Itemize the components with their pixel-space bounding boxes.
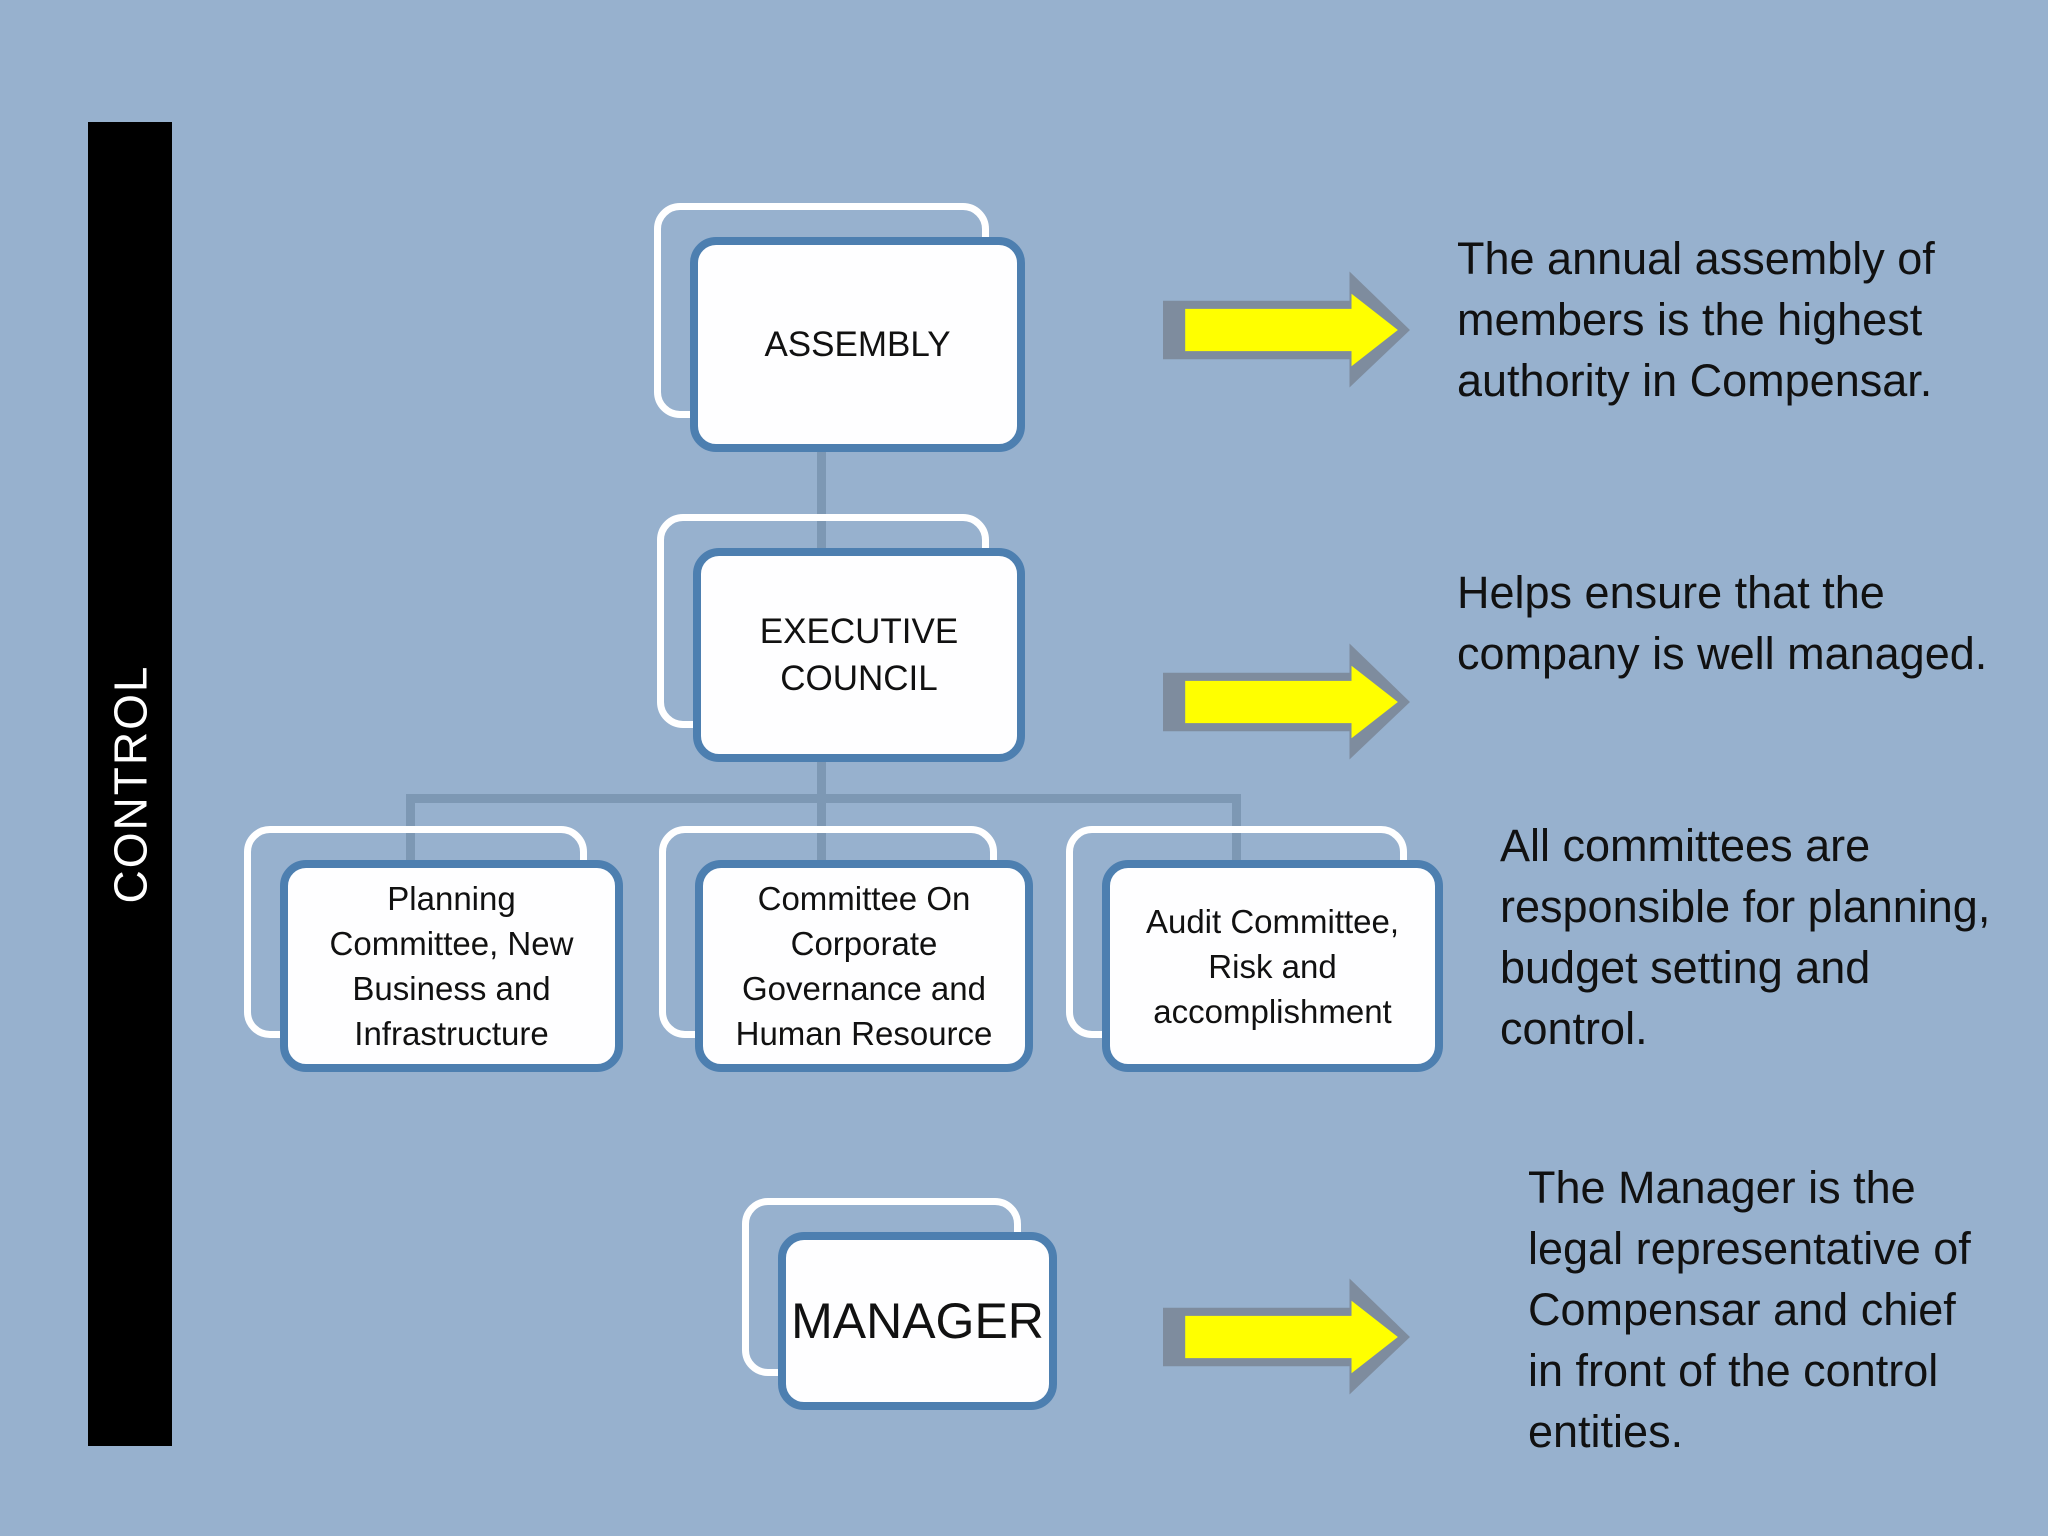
assembly-label: ASSEMBLY	[764, 325, 951, 364]
manager-label: MANAGER	[791, 1293, 1044, 1349]
audit-committee-box: Audit Committee, Risk and accomplishment	[1102, 860, 1443, 1072]
governance-committee-box: Committee On Corporate Governance and Hu…	[695, 860, 1033, 1072]
planning-committee-box: Planning Committee, New Business and Inf…	[280, 860, 623, 1072]
connector-council-stub	[817, 760, 826, 802]
assembly-annotation: The annual assembly of members is the hi…	[1457, 233, 1935, 406]
manager-box: MANAGER	[778, 1232, 1057, 1410]
committees-annotation: All committees are responsible for plann…	[1500, 820, 1991, 1054]
arrow-right-icon	[1163, 1278, 1410, 1395]
executive-council-label: EXECUTIVE COUNCIL	[759, 612, 959, 698]
arrow-right-icon	[1163, 643, 1410, 760]
assembly-box: ASSEMBLY	[690, 237, 1025, 452]
council-annotation: Helps ensure that the company is well ma…	[1457, 567, 1988, 679]
governance-committee-label: Committee On Corporate Governance and Hu…	[735, 880, 993, 1052]
audit-committee-label: Audit Committee, Risk and accomplishment	[1145, 902, 1400, 1030]
arrow-right-icon	[1163, 271, 1410, 388]
control-bar-label: CONTROL	[104, 664, 156, 904]
connector-assembly-council	[817, 448, 826, 550]
planning-committee-label: Planning Committee, New Business and Inf…	[329, 880, 574, 1052]
control-bar: CONTROL	[88, 122, 172, 1446]
manager-annotation: The Manager is the legal representative …	[1528, 1162, 1971, 1457]
executive-council-box: EXECUTIVE COUNCIL	[693, 548, 1025, 762]
